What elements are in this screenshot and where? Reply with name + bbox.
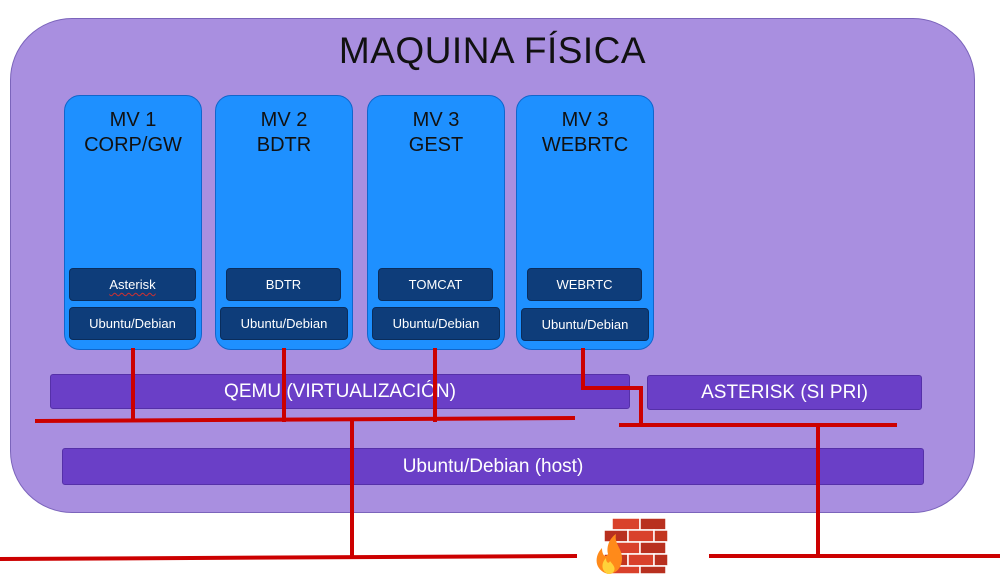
vm-box-1: MV 1 CORP/GW Asterisk Ubuntu/Debian <box>64 95 202 350</box>
vm-3-role: GEST <box>408 134 464 156</box>
vm-3-title: MV 3 GEST <box>368 108 504 158</box>
vm-1-app-label: Asterisk <box>109 277 156 292</box>
vm-4-app-label: WEBRTC <box>556 277 613 292</box>
host-os-bar: Ubuntu/Debian (host) <box>62 448 924 485</box>
vm-1-app-chip: Asterisk <box>69 268 196 301</box>
vm-2-role: BDTR <box>256 134 312 156</box>
vm-3-os-chip: Ubuntu/Debian <box>372 307 500 340</box>
host-os-label: Ubuntu/Debian (host) <box>402 455 584 477</box>
vm-1-role: CORP/GW <box>84 134 182 156</box>
vm-box-2: MV 2 BDTR BDTR Ubuntu/Debian <box>215 95 353 350</box>
vm-2-os-label: Ubuntu/Debian <box>240 316 328 331</box>
vm-4-app-chip: WEBRTC <box>527 268 642 301</box>
vm-1-os-label: Ubuntu/Debian <box>89 316 176 331</box>
vm-2-os-chip: Ubuntu/Debian <box>220 307 348 340</box>
vm-1-name: MV 1 <box>109 109 157 131</box>
vm-4-title: MV 3 WEBRTC <box>517 108 653 158</box>
vm-4-os-label: Ubuntu/Debian <box>541 317 629 332</box>
vm-2-name: MV 2 <box>260 109 308 131</box>
vm-1-os-chip: Ubuntu/Debian <box>69 307 196 340</box>
qemu-label: QEMU (VIRTUALIZACIÓN) <box>224 380 456 402</box>
vm-3-os-label: Ubuntu/Debian <box>392 316 480 331</box>
physical-machine-title: MAQUINA FÍSICA <box>338 30 647 71</box>
qemu-bar: QEMU (VIRTUALIZACIÓN) <box>50 374 630 409</box>
vm-box-4: MV 3 WEBRTC WEBRTC Ubuntu/Debian <box>516 95 654 350</box>
vm-3-app-chip: TOMCAT <box>378 268 493 301</box>
vm-3-app-label: TOMCAT <box>408 277 463 292</box>
brick-wall-fire-icon <box>596 517 669 575</box>
asterisk-pri-label: ASTERISK (SI PRI) <box>701 381 868 403</box>
asterisk-pri-bar: ASTERISK (SI PRI) <box>647 375 922 410</box>
vm-1-title: MV 1 CORP/GW <box>65 108 201 158</box>
vm-4-role: WEBRTC <box>541 134 629 156</box>
vm-4-name: MV 3 <box>561 109 609 131</box>
vm-2-app-chip: BDTR <box>226 268 341 301</box>
vm-box-3: MV 3 GEST TOMCAT Ubuntu/Debian <box>367 95 505 350</box>
vm-2-title: MV 2 BDTR <box>216 108 352 158</box>
vm-3-name: MV 3 <box>412 109 460 131</box>
vm-2-app-label: BDTR <box>265 277 302 292</box>
external-network-left <box>0 553 578 562</box>
vm-4-os-chip: Ubuntu/Debian <box>521 308 649 341</box>
